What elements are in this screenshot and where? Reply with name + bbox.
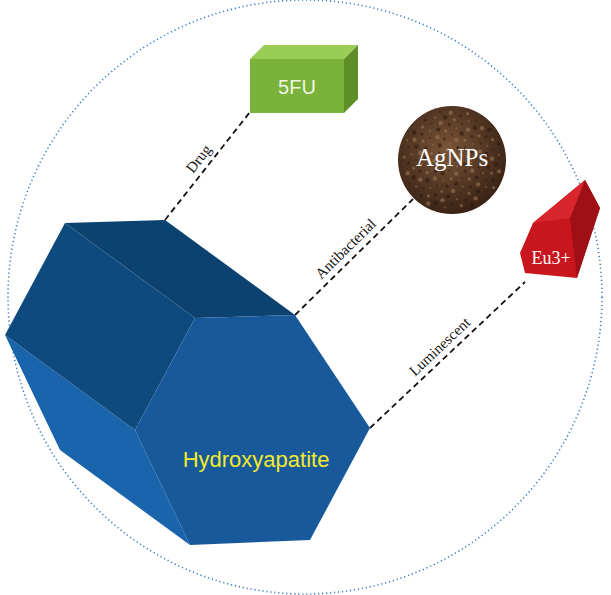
box3d-node: 5FU <box>250 45 358 113</box>
circle-node: AgNPs <box>397 105 507 215</box>
gem-node: Eu3+ <box>515 178 605 283</box>
dashed-connector <box>165 112 250 220</box>
node-label: Hydroxyapatite <box>183 447 330 473</box>
dashed-connector <box>370 282 525 428</box>
node-label: Eu3+ <box>531 248 570 269</box>
node-label: AgNPs <box>416 144 488 172</box>
edge-label: Drug <box>183 142 215 177</box>
node-label: 5FU <box>278 76 316 99</box>
dashed-connector <box>295 199 413 315</box>
edge-label: Antibacterial <box>312 216 380 283</box>
edge-label: Luminescent <box>406 314 474 380</box>
